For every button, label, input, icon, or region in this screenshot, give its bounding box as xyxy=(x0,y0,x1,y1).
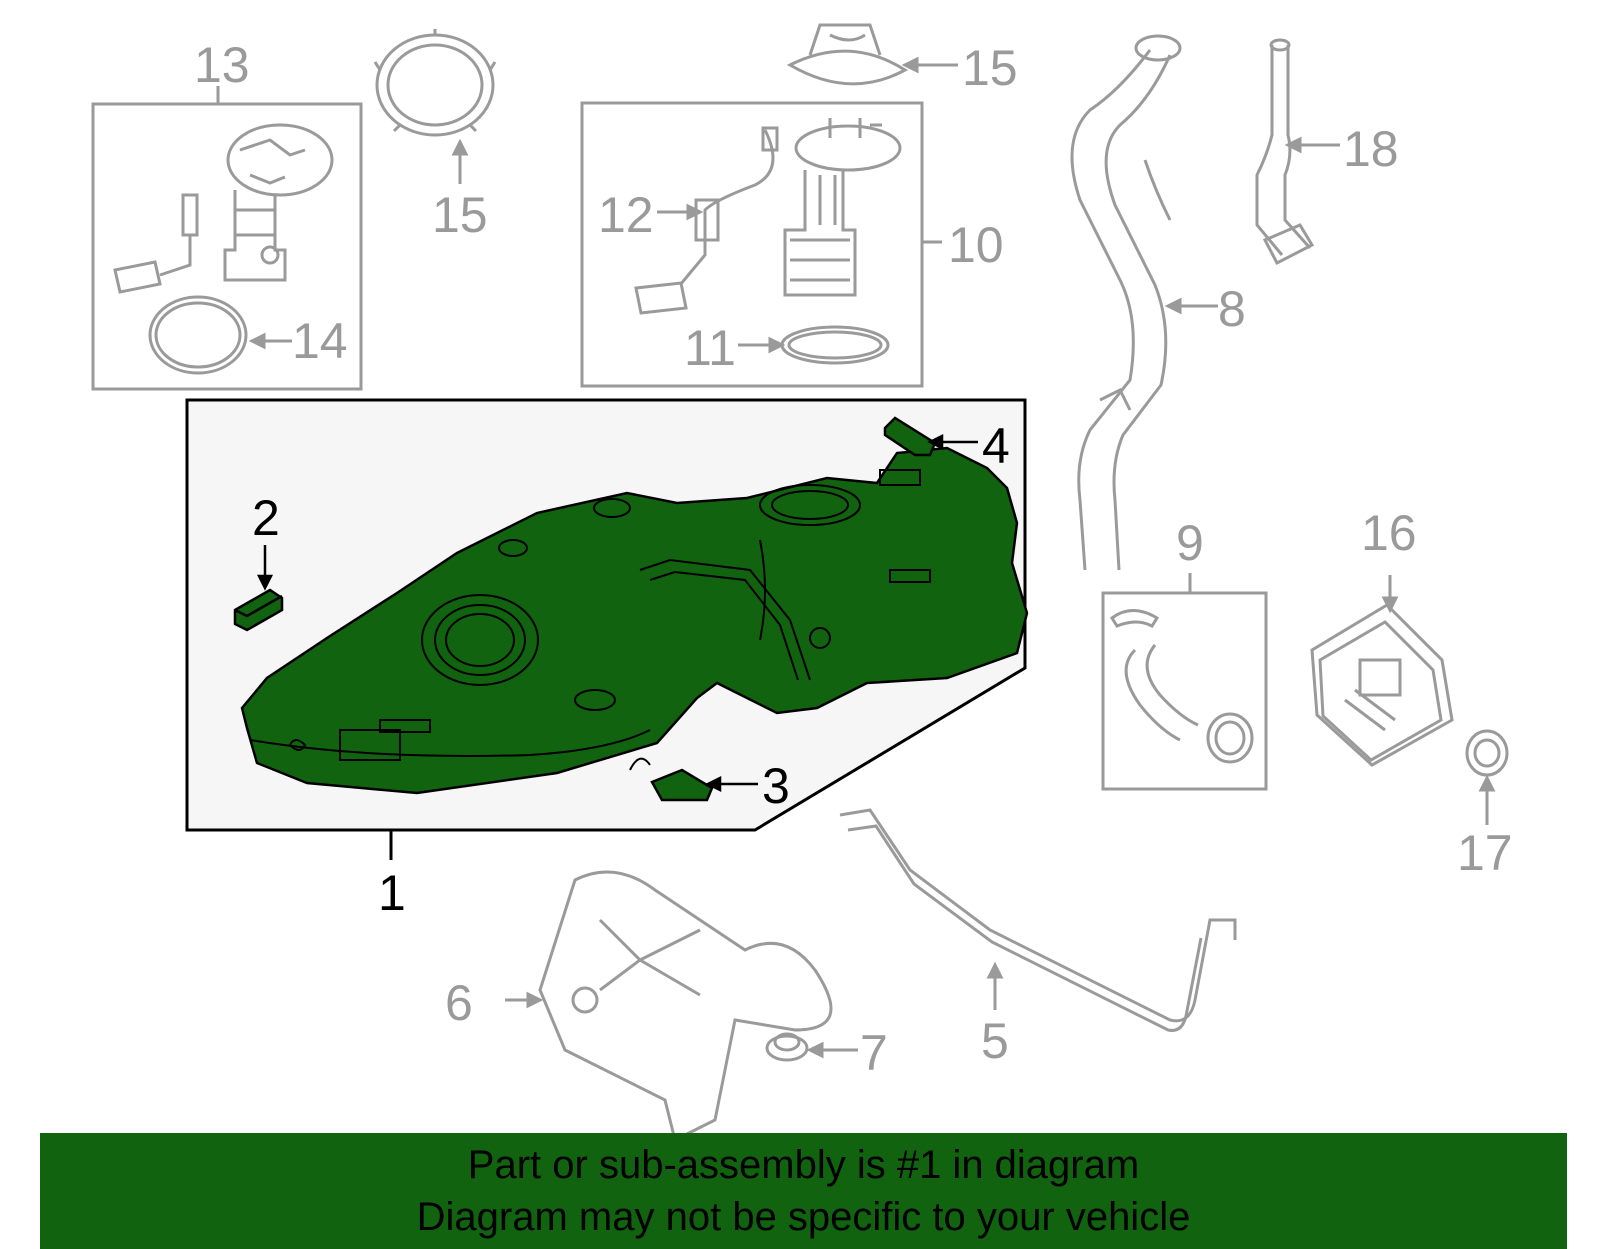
banner-line-disclaimer: Diagram may not be specific to your vehi… xyxy=(416,1195,1191,1239)
callout-12: 12 xyxy=(598,187,654,243)
callout-3: 3 xyxy=(762,758,790,814)
callout-17: 17 xyxy=(1457,825,1513,881)
heat-shield-6 xyxy=(505,870,858,1143)
callout-6: 6 xyxy=(445,975,473,1031)
callout-4: 4 xyxy=(982,418,1010,474)
callout-16: 16 xyxy=(1361,505,1417,561)
callout-7: 7 xyxy=(860,1025,888,1081)
part-4-pad xyxy=(883,416,978,457)
callout-10: 10 xyxy=(948,217,1004,273)
box-1-fuel-tank-assembly xyxy=(185,398,1029,860)
callout-5: 5 xyxy=(981,1013,1009,1069)
info-banner: Part or sub-assembly is #1 in diagram Di… xyxy=(40,1133,1567,1249)
callout-18: 18 xyxy=(1343,121,1399,177)
callout-9: 9 xyxy=(1176,515,1204,571)
callout-15-top: 15 xyxy=(962,40,1018,96)
box-13-pump-assembly xyxy=(91,86,363,391)
callout-1: 1 xyxy=(378,865,406,921)
vent-hose-18 xyxy=(1255,38,1340,266)
callout-13: 13 xyxy=(194,37,250,93)
box-10-pump-module xyxy=(580,101,942,388)
part-2-pad xyxy=(233,545,284,632)
callout-8: 8 xyxy=(1218,281,1246,337)
control-module-16 xyxy=(1310,575,1509,825)
callout-15-left: 15 xyxy=(432,187,488,243)
callout-2: 2 xyxy=(252,490,280,546)
part-3-pad xyxy=(650,768,758,802)
callout-11: 11 xyxy=(684,320,736,376)
lock-ring-15-top xyxy=(786,23,958,86)
banner-line-part-number: Part or sub-assembly is #1 in diagram xyxy=(467,1143,1140,1187)
callout-14: 14 xyxy=(292,313,348,369)
lock-ring-15-left xyxy=(373,29,497,184)
filler-pipe-8 xyxy=(1070,34,1218,571)
tank-strap-5 xyxy=(839,808,1237,1032)
fuel-tank xyxy=(240,446,1029,795)
box-9-hose-clamps xyxy=(1101,573,1268,791)
